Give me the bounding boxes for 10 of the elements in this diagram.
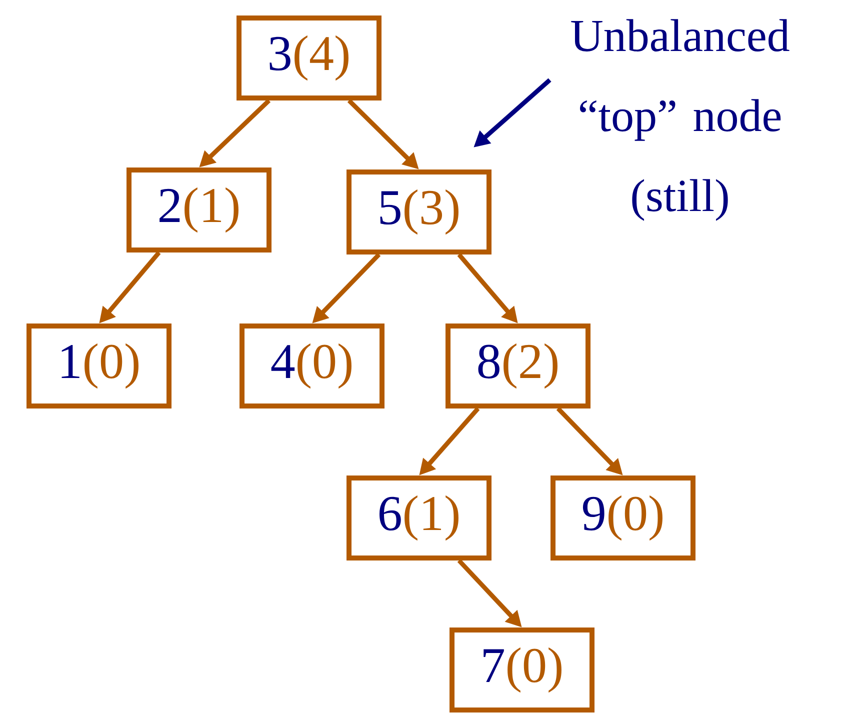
tree-node-box: 8(2) bbox=[446, 324, 590, 408]
tree-node-box: 1(0) bbox=[26, 324, 172, 408]
tree-node-box: 3(4) bbox=[236, 16, 382, 100]
tree-node-box: 5(3) bbox=[346, 170, 492, 254]
tree-node-box: 9(0) bbox=[550, 476, 696, 560]
tree-node-box: 7(0) bbox=[450, 627, 594, 712]
tree-node-box: 4(0) bbox=[240, 324, 384, 408]
annotation-text: Unbalanced “top” node (still) bbox=[571, 19, 790, 221]
tree-node-box: 2(1) bbox=[126, 168, 272, 252]
tree-node-box: 6(1) bbox=[346, 476, 492, 560]
